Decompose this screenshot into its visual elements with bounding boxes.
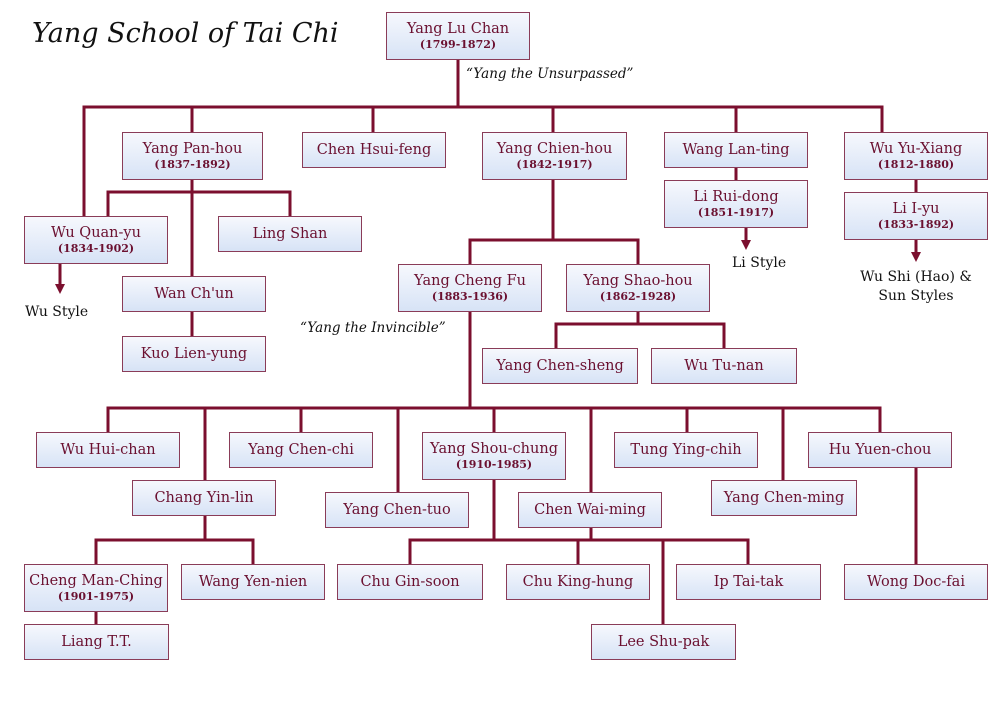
node-name: Wu Tu-nan [684, 358, 764, 374]
label-wu-shi-sun-styles: Wu Shi (Hao) & Sun Styles [850, 268, 982, 306]
node-yang-chen-sheng: Yang Chen-sheng [482, 348, 638, 384]
node-yang-cheng-fu: Yang Cheng Fu (1883-1936) [398, 264, 542, 312]
node-wong-doc-fai: Wong Doc-fai [844, 564, 988, 600]
node-name: Chen Wai-ming [534, 502, 646, 518]
node-years: (1851-1917) [697, 206, 775, 219]
node-yang-chien-hou: Yang Chien-hou (1842-1917) [482, 132, 627, 180]
node-chen-hsui-feng: Chen Hsui-feng [302, 132, 446, 168]
label-wu-style: Wu Style [25, 304, 89, 320]
node-name: Wang Lan-ting [682, 142, 790, 158]
node-wu-hui-chan: Wu Hui-chan [36, 432, 180, 468]
node-kuo-lien-yung: Kuo Lien-yung [122, 336, 266, 372]
node-name: Wan Ch'un [154, 286, 234, 302]
node-name: Chen Hsui-feng [316, 142, 432, 158]
node-years: (1842-1917) [516, 158, 593, 171]
node-name: Yang Pan-hou [142, 141, 243, 157]
node-name: Ip Tai-tak [713, 574, 784, 590]
node-years: (1799-1872) [419, 38, 497, 51]
node-li-i-yu: Li I-yu (1833-1892) [844, 192, 988, 240]
node-years: (1883-1936) [431, 290, 509, 303]
node-name: Ling Shan [252, 226, 328, 242]
node-name: Chu King-hung [522, 574, 634, 590]
node-ip-tai-tak: Ip Tai-tak [676, 564, 821, 600]
connector-lines [82, 58, 918, 626]
node-liang-tt: Liang T.T. [24, 624, 169, 660]
node-name: Li I-yu [892, 201, 940, 217]
style-arrows [55, 228, 921, 294]
node-wang-yen-nien: Wang Yen-nien [181, 564, 325, 600]
node-name: Yang Shou-chung [430, 441, 558, 457]
arrow-head-icon [911, 252, 921, 262]
node-name: Yang Chien-hou [496, 141, 613, 157]
node-chu-gin-soon: Chu Gin-soon [337, 564, 483, 600]
node-name: Chang Yin-lin [154, 490, 254, 506]
node-name: Yang Chen-chi [248, 442, 354, 458]
node-name: Hu Yuen-chou [828, 442, 932, 458]
node-wu-yu-xiang: Wu Yu-Xiang (1812-1880) [844, 132, 988, 180]
node-years: (1834-1902) [57, 242, 135, 255]
node-years: (1837-1892) [154, 158, 231, 171]
label-li-style: Li Style [732, 255, 787, 271]
note-yang-the-unsurpassed: “Yang the Unsurpassed” [466, 66, 634, 82]
node-yang-pan-hou: Yang Pan-hou (1837-1892) [122, 132, 263, 180]
node-name: Kuo Lien-yung [140, 346, 248, 362]
node-years: (1812-1880) [877, 158, 955, 171]
node-name: Wang Yen-nien [198, 574, 308, 590]
node-name: Chu Gin-soon [360, 574, 460, 590]
node-yang-chen-chi: Yang Chen-chi [229, 432, 373, 468]
arrow-head-icon [55, 284, 65, 294]
node-li-rui-dong: Li Rui-dong (1851-1917) [664, 180, 808, 228]
node-name: Yang Chen-ming [723, 490, 845, 506]
node-tung-ying-chih: Tung Ying-chih [614, 432, 758, 468]
node-name: Li Rui-dong [693, 189, 779, 205]
node-yang-chen-ming: Yang Chen-ming [711, 480, 857, 516]
node-ling-shan: Ling Shan [218, 216, 362, 252]
node-wang-lan-ting: Wang Lan-ting [664, 132, 808, 168]
node-name: Wu Yu-Xiang [869, 141, 963, 157]
node-years: (1833-1892) [877, 218, 955, 231]
node-yang-chen-tuo: Yang Chen-tuo [325, 492, 469, 528]
node-wan-chun: Wan Ch'un [122, 276, 266, 312]
node-cheng-man-ching: Cheng Man-Ching (1901-1975) [24, 564, 168, 612]
node-yang-shou-chung: Yang Shou-chung (1910-1985) [422, 432, 566, 480]
node-name: Yang Lu Chan [406, 21, 510, 37]
node-years: (1901-1975) [57, 590, 135, 603]
node-yang-lu-chan: Yang Lu Chan (1799-1872) [386, 12, 530, 60]
node-years: (1862-1928) [599, 290, 677, 303]
note-yang-the-invincible: “Yang the Invincible” [300, 320, 446, 336]
node-name: Liang T.T. [61, 634, 132, 650]
node-name: Lee Shu-pak [617, 634, 710, 650]
node-name: Yang Chen-tuo [343, 502, 451, 518]
node-name: Wong Doc-fai [867, 574, 965, 590]
node-name: Wu Quan-yu [51, 225, 141, 241]
node-name: Yang Cheng Fu [414, 273, 526, 289]
node-chu-king-hung: Chu King-hung [506, 564, 650, 600]
node-years: (1910-1985) [455, 458, 533, 471]
node-yang-shao-hou: Yang Shao-hou (1862-1928) [566, 264, 710, 312]
node-name: Yang Chen-sheng [496, 358, 624, 374]
label-line: Sun Styles [878, 288, 954, 304]
node-wu-quan-yu: Wu Quan-yu (1834-1902) [24, 216, 168, 264]
node-chen-wai-ming: Chen Wai-ming [518, 492, 662, 528]
node-name: Yang Shao-hou [583, 273, 693, 289]
node-chang-yin-lin: Chang Yin-lin [132, 480, 276, 516]
node-wu-tu-nan: Wu Tu-nan [651, 348, 797, 384]
node-name: Wu Hui-chan [60, 442, 156, 458]
label-line: Wu Shi (Hao) & [860, 269, 972, 285]
arrow-head-icon [741, 240, 751, 250]
page-title: Yang School of Tai Chi [32, 18, 339, 49]
node-name: Cheng Man-Ching [29, 573, 163, 589]
node-hu-yuen-chou: Hu Yuen-chou [808, 432, 952, 468]
node-lee-shu-pak: Lee Shu-pak [591, 624, 736, 660]
node-name: Tung Ying-chih [630, 442, 742, 458]
